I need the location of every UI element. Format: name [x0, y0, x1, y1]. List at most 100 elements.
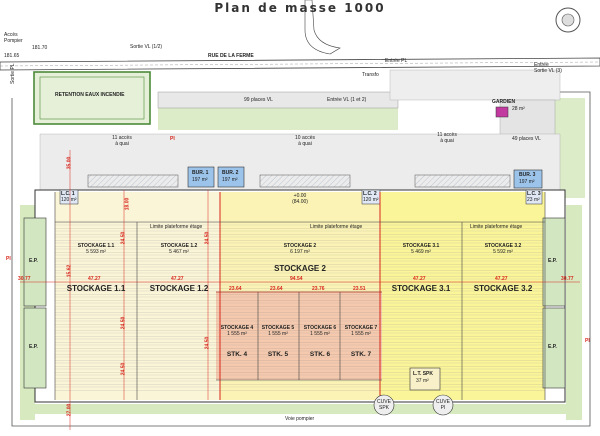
green-area-south: [35, 404, 566, 414]
cell-2-area: 6 197 m²: [290, 249, 310, 255]
cell-5-name: STOCKAGE 5: [261, 325, 295, 331]
parking-99-label: 99 places VL: [244, 97, 273, 103]
lc3-name: L.C. 3: [527, 191, 541, 197]
cuve-spk-tank: [373, 394, 395, 416]
office-3: [513, 169, 543, 189]
service-road: [389, 69, 561, 101]
cell-5-short: STK. 5: [267, 351, 289, 358]
sortie-pl-label: Sortie PL: [10, 63, 16, 84]
entree-pl-label: Entrée PL: [385, 58, 408, 64]
limite-label-1: Limite plateforme étage: [150, 224, 203, 230]
cell-4-short: STK. 4: [226, 351, 248, 358]
cell-1-1-big: STOCKAGE 1.1: [66, 284, 126, 293]
dim-2450-d: 24.50: [204, 231, 211, 245]
gardien-label: GARDIEN: [492, 99, 516, 105]
green-area-east: [566, 205, 582, 420]
dim-4727-a: 47.27: [88, 276, 101, 282]
office-1-name: BUR. 1: [192, 170, 209, 176]
lt-spk-area: 37 m²: [416, 378, 429, 384]
dock-label-3: 11 accès à quai: [437, 132, 457, 144]
dim-2450-a: 24.50: [120, 231, 127, 245]
entree-vl-label: Entrée VL (1 et 2): [327, 97, 367, 103]
cell-2-big: STOCKAGE 2: [274, 264, 326, 273]
dim-1800: 18.00: [124, 197, 131, 211]
pi-label-2: PI: [585, 338, 590, 344]
cell-7-area: 1 555 m²: [351, 331, 371, 337]
office-3-name: BUR. 3: [519, 172, 536, 178]
cell-1-1-name: STOCKAGE 1.1: [77, 243, 115, 249]
ep-box-east-1: [542, 217, 566, 307]
road-north: [304, 0, 341, 55]
transfo-label: Transfo: [362, 72, 379, 78]
dim-4727-b: 47.27: [171, 276, 184, 282]
entree-sortie-vl3-label: Entrée Sortie VL (3): [534, 62, 562, 74]
pi-label-1: PI: [6, 256, 11, 262]
lc3-room: [525, 189, 543, 205]
parking-49-label: 49 places VL: [512, 136, 541, 142]
lt-spk-name: L.T. SPK: [413, 371, 434, 377]
cuve-spk-label: CUVE SPK: [377, 399, 391, 411]
cell-3-2-big: STOCKAGE 3.2: [473, 284, 533, 293]
dock-row-3: [414, 174, 511, 188]
voie-pompier-label: Voie pompier: [285, 416, 315, 422]
cell-4-name: STOCKAGE 4: [220, 325, 254, 331]
ep-label-e1: E.P.: [548, 258, 557, 264]
dim-3500: 35.00: [66, 156, 73, 170]
dim-2450-c: 24.50: [120, 362, 127, 376]
dim-2364-b: 23.64: [270, 286, 283, 292]
cell-6-name: STOCKAGE 6: [303, 325, 337, 331]
page-title: Plan de masse 1000: [214, 1, 386, 15]
cell-6-area: 1 555 m²: [310, 331, 330, 337]
office-1-area: 197 m²: [192, 177, 208, 183]
cell-3-2-area: 5 592 m²: [493, 249, 513, 255]
office-2-name: BUR. 2: [222, 170, 239, 176]
acces-pompier-label: Accès Pompier: [4, 32, 23, 44]
cell-3-1-name: STOCKAGE 3.1: [402, 243, 440, 249]
limite-label-2: Limite plateforme étage: [310, 224, 363, 230]
pi-label-3: PI: [170, 136, 175, 142]
retention-label: RETENTION EAUX INCENDIE: [55, 92, 125, 98]
lc1-name: L.C. 1: [61, 191, 75, 197]
ep-label-w1: E.P.: [29, 258, 38, 264]
racks-overlay: [55, 222, 545, 392]
cell-7-short: STK. 7: [350, 351, 372, 358]
dim-2450-b: 24.50: [120, 316, 127, 330]
dim-3077-right: 30.77: [561, 276, 574, 282]
gardien-area-label: 28 m²: [512, 106, 525, 112]
ep-box-west-2: [23, 307, 47, 389]
cuve-pi-label: CUVE PI: [436, 399, 450, 411]
cell-1-2-big: STOCKAGE 1.2: [149, 284, 209, 293]
limite-label-3: Limite plateforme étage: [470, 224, 523, 230]
dim-2450-e: 24.50: [204, 336, 211, 350]
dim-9454: 94.54: [290, 276, 303, 282]
dim-4727-d: 47.27: [495, 276, 508, 282]
cell-7-name: STOCKAGE 7: [344, 325, 378, 331]
dim-4727-c: 47.27: [413, 276, 426, 282]
lt-spk-room: [409, 367, 441, 391]
lc1-room: [59, 189, 79, 205]
dim-2376: 23.76: [312, 286, 325, 292]
dim-2351: 23.51: [353, 286, 366, 292]
ep-box-west-1: [23, 217, 47, 307]
cell-6-short: STK. 6: [309, 351, 331, 358]
sortie-vl-label: Sortie VL (1/2): [130, 44, 163, 50]
dim-2364-a: 23.64: [229, 286, 242, 292]
level-label-1: 181.65: [4, 53, 20, 59]
level-label-2: 181.70: [32, 45, 48, 51]
dim-3077-left: 30.77: [18, 276, 31, 282]
retention-basin: [33, 71, 151, 125]
lc2-area: 120 m²: [363, 197, 379, 203]
dock-row-1: [87, 174, 179, 188]
ep-label-e2: E.P.: [548, 344, 557, 350]
lc1-area: 120 m²: [61, 197, 77, 203]
dock-label-1: 11 accès à quai: [112, 135, 132, 147]
cell-5-area: 1 555 m²: [268, 331, 288, 337]
lc2-name: L.C. 2: [363, 191, 377, 197]
cell-3-1-area: 5 469 m²: [411, 249, 431, 255]
office-1: [187, 166, 215, 188]
cell-1-2-name: STOCKAGE 1.2: [160, 243, 198, 249]
office-2: [217, 166, 245, 188]
cell-2-name: STOCKAGE 2: [283, 243, 317, 249]
lc3-area: 23 m²: [527, 197, 540, 203]
